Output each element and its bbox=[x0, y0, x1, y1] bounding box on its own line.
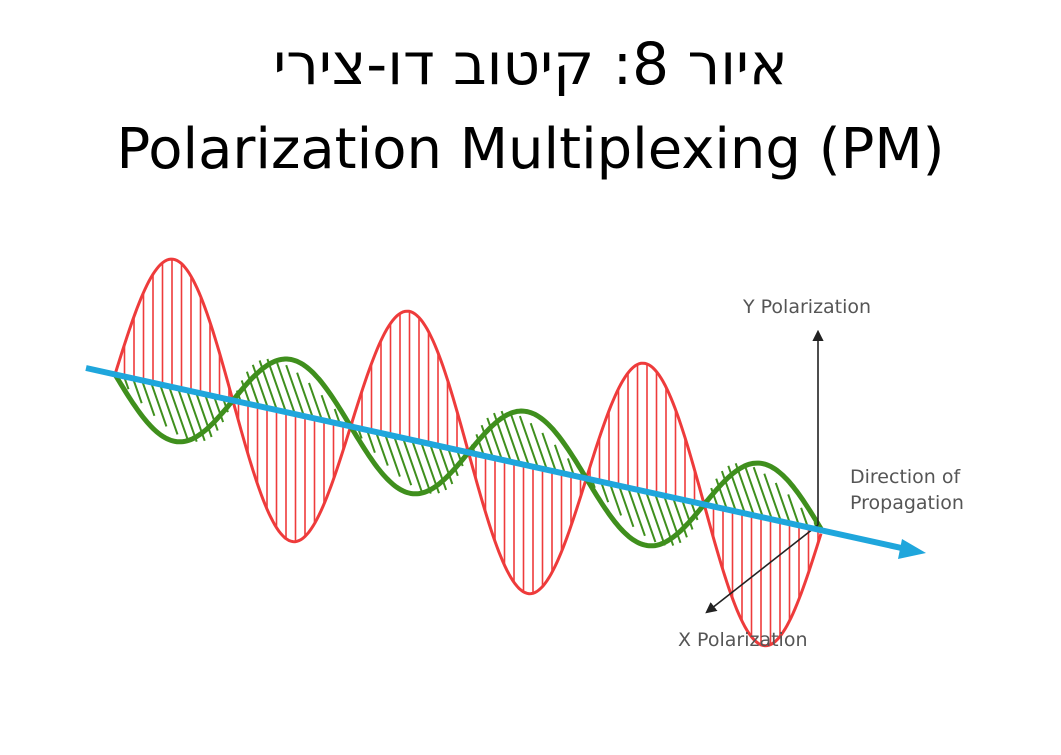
x-wave-field-line bbox=[275, 360, 296, 415]
x-wave-field-line bbox=[438, 445, 454, 485]
title-hebrew: איור 8: קיטוב דו-צירי bbox=[273, 30, 788, 98]
x-wave-field-line bbox=[720, 470, 737, 512]
x-wave-field-line bbox=[715, 478, 728, 510]
x-wave-field-line bbox=[681, 499, 694, 530]
x-wave-field-line bbox=[177, 387, 198, 443]
x-wave-field-line bbox=[636, 489, 657, 543]
x-wave-field-line bbox=[150, 381, 168, 427]
x-wave-field-line bbox=[609, 483, 623, 516]
x-wave-field-line bbox=[320, 394, 332, 423]
x-wave-field-line bbox=[787, 494, 800, 526]
x-wave-field-line bbox=[245, 371, 260, 407]
y-wave-field-lines bbox=[123, 259, 819, 645]
x-wave-field-line bbox=[618, 485, 635, 528]
x-wave-field-line bbox=[266, 358, 287, 413]
x-wave-field-line bbox=[541, 432, 557, 473]
x-wave-field-line bbox=[141, 380, 156, 417]
x-wave-field-line bbox=[402, 437, 423, 492]
direction-label-line1: Direction of bbox=[850, 466, 961, 488]
x-wave-field-line bbox=[366, 429, 376, 454]
x-wave-field-line bbox=[159, 383, 179, 435]
x-wave-field-line bbox=[132, 378, 143, 404]
x-wave-field-line bbox=[213, 395, 225, 423]
x-wave-field-line bbox=[743, 463, 764, 518]
x-wave-field-line bbox=[600, 481, 610, 503]
x-wave-field-line bbox=[204, 393, 219, 431]
y-polarization-label: Y Polarization bbox=[742, 296, 871, 318]
x-wave-field-line bbox=[509, 411, 530, 467]
x-wave-field-line bbox=[240, 380, 251, 405]
direction-label-line2: Propagation bbox=[850, 492, 964, 514]
x-wave-field-line bbox=[168, 385, 189, 440]
x-wave-field-line bbox=[672, 497, 688, 538]
x-wave-field-line bbox=[518, 415, 539, 469]
x-wave-field-line bbox=[500, 410, 521, 465]
x-wave-field-line bbox=[447, 447, 459, 477]
title-english: Polarization Multiplexing (PM) bbox=[116, 117, 945, 182]
x-polarization-label: X Polarization bbox=[678, 629, 807, 651]
x-wave-field-line bbox=[285, 364, 305, 417]
x-wave-field-line bbox=[763, 473, 782, 522]
x-wave-field-line bbox=[752, 466, 773, 520]
propagation-arrow-line bbox=[85, 365, 907, 552]
x-wave-field-line bbox=[375, 431, 389, 466]
x-wave-field-line bbox=[774, 482, 791, 524]
x-wave-field-line bbox=[645, 491, 666, 546]
x-wave-field-line bbox=[553, 444, 566, 475]
x-wave-field-line bbox=[384, 433, 401, 477]
x-wave-field-line bbox=[411, 439, 432, 494]
x-axis-arrow bbox=[705, 524, 819, 614]
propagation-arrow-head bbox=[898, 539, 926, 559]
x-wave-field-line bbox=[393, 435, 413, 486]
x-wave-field-line bbox=[308, 382, 323, 421]
x-wave-field-line bbox=[627, 487, 646, 537]
x-wave-field-line bbox=[480, 424, 494, 459]
x-wave-field-line bbox=[529, 422, 548, 471]
x-wave-field-line bbox=[296, 372, 314, 419]
